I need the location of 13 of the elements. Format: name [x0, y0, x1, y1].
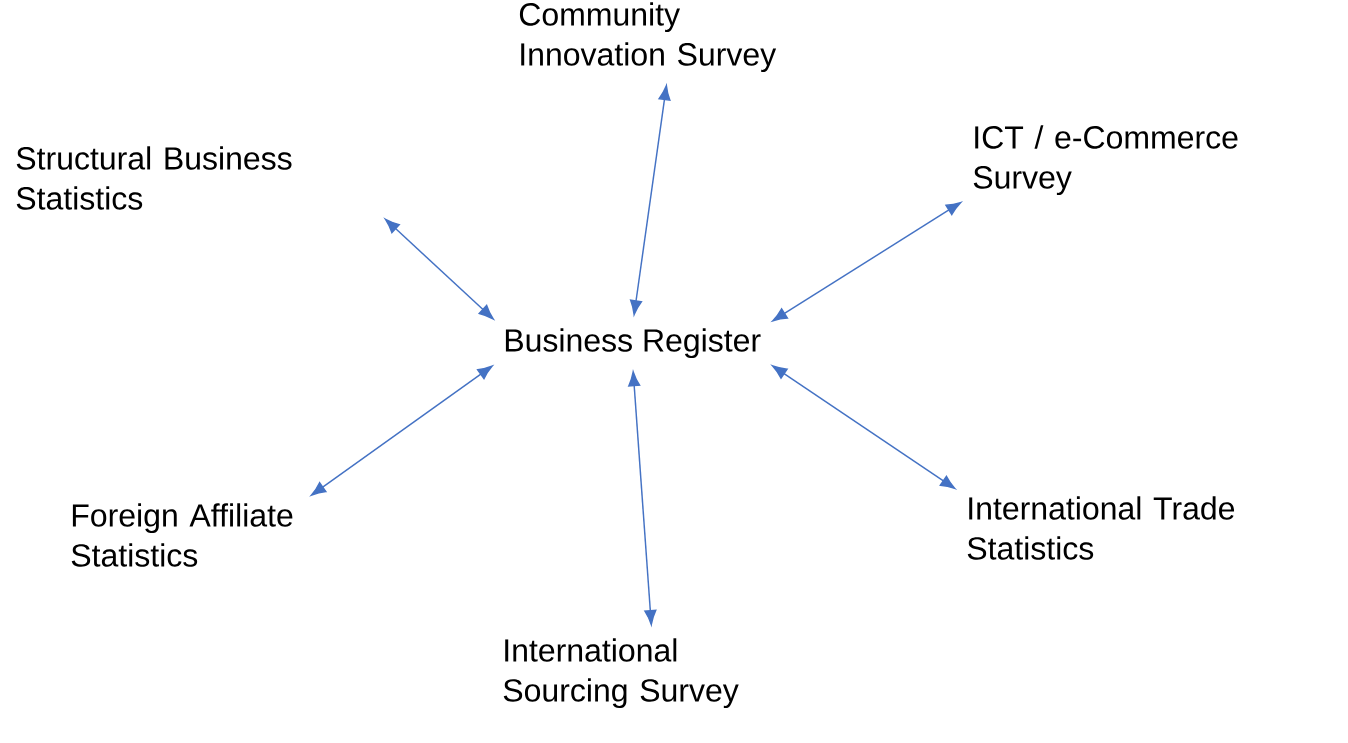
label-text: Structural Business Statistics	[16, 146, 292, 210]
label-text: International Sourcing Survey	[503, 638, 739, 709]
label-text: International Trade Statistics	[967, 496, 1235, 560]
label-text: Community Innovation Survey	[519, 2, 777, 73]
label-text: Business Register	[505, 328, 761, 359]
arrow	[628, 371, 657, 626]
label-text: Foreign Affiliate Statistics	[71, 503, 293, 567]
arrow	[772, 201, 962, 322]
arrow	[629, 85, 671, 316]
arrow	[310, 365, 493, 496]
label-text: ICT / e-Commerce Survey	[973, 125, 1238, 196]
arrow	[384, 218, 494, 320]
arrow	[772, 365, 956, 490]
